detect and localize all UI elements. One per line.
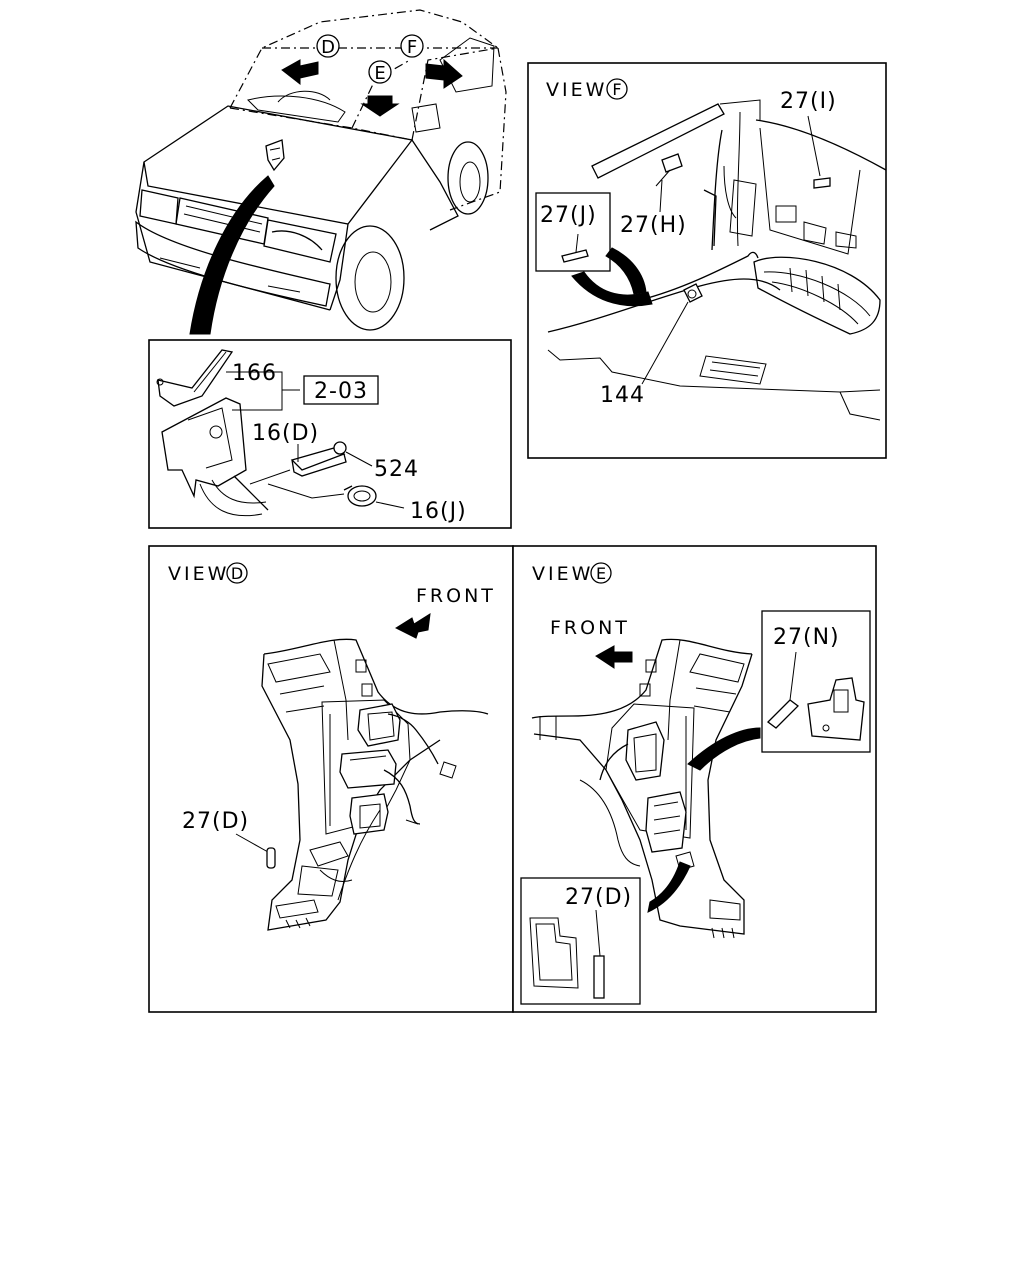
view-e-title: VIEW xyxy=(532,563,593,585)
view-f-letter: F xyxy=(612,80,621,99)
label-27n: 27(N) xyxy=(773,625,840,650)
view-e-letter: E xyxy=(596,564,606,583)
view-e-front-label: FRONT xyxy=(550,617,630,639)
label-27j: 27(J) xyxy=(540,203,597,228)
view-d-letter: D xyxy=(231,564,243,583)
label-27i: 27(I) xyxy=(780,89,837,114)
vehicle-illustration: D E F xyxy=(135,9,507,335)
label-166: 166 xyxy=(232,361,277,386)
view-d-title: VIEW xyxy=(168,563,229,585)
label-524: 524 xyxy=(374,457,419,482)
label-27d-left: 27(D) xyxy=(182,809,249,834)
front-arrow-icon-2 xyxy=(595,645,633,669)
front-arrow-icon xyxy=(394,613,431,639)
detail-panel-bracket: 166 2-03 16(D) 524 16(J) xyxy=(148,339,512,529)
label-27h: 27(H) xyxy=(620,213,687,238)
callout-e-letter: E xyxy=(374,63,385,84)
view-d-front-label: FRONT xyxy=(416,585,496,607)
view-f-title: VIEW xyxy=(546,79,607,101)
view-d-panel: VIEW D FRONT 27(D) xyxy=(148,545,514,1013)
callout-d-letter: D xyxy=(321,37,335,58)
callout-f-letter: F xyxy=(407,37,417,58)
label-16d: 16(D) xyxy=(252,421,319,446)
view-e-panel: VIEW E FRONT 27(N) xyxy=(512,545,877,1013)
label-144: 144 xyxy=(600,383,645,408)
view-f-panel: VIEW F 27(H) 27(I) xyxy=(527,62,887,459)
label-27d-right: 27(D) xyxy=(565,885,632,910)
label-16j: 16(J) xyxy=(410,499,467,524)
label-ref-2-03: 2-03 xyxy=(314,379,368,404)
